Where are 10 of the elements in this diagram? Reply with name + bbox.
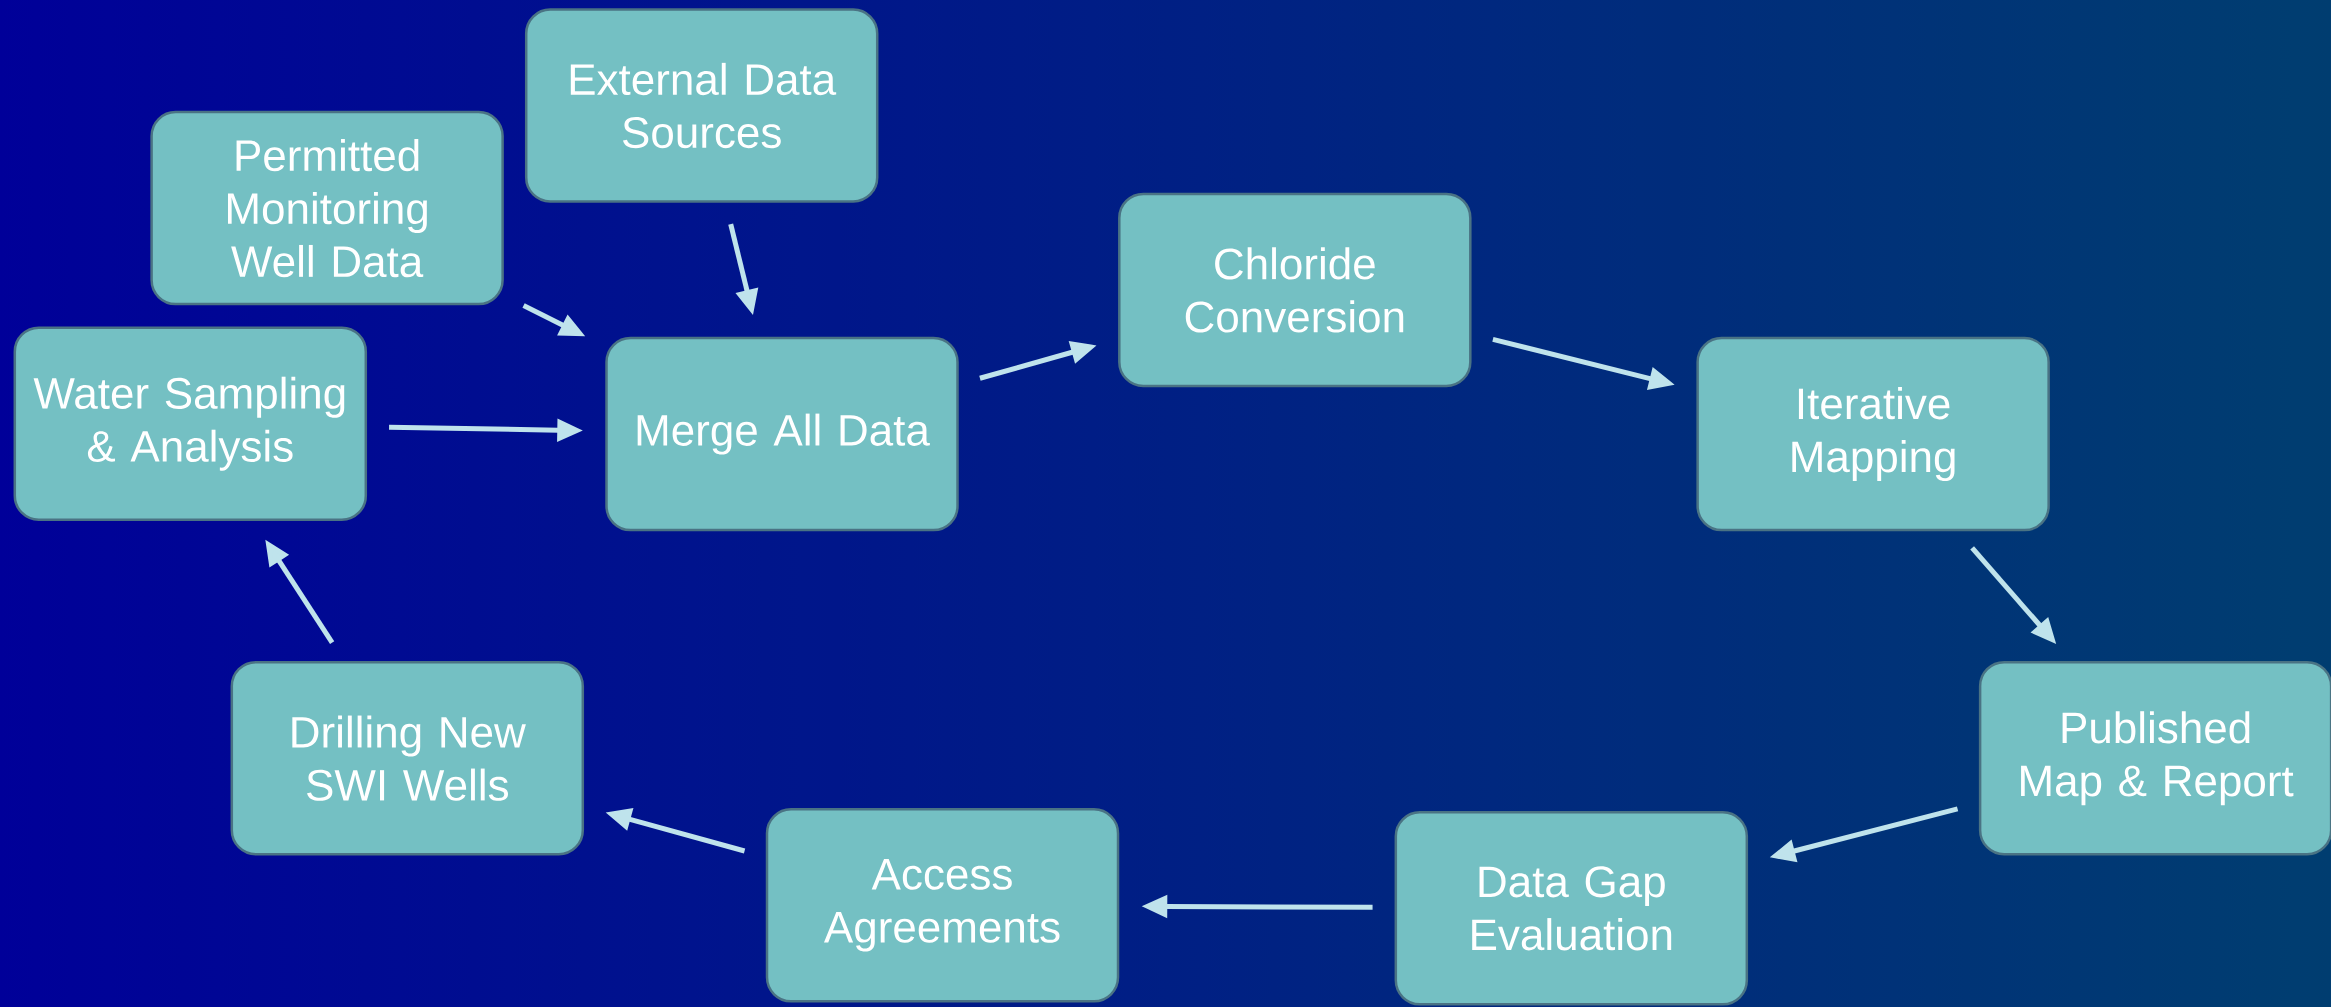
process-box: Access Agreements [765, 808, 1120, 1003]
process-box: Drilling New SWI Wells [230, 660, 585, 856]
process-box: Merge All Data [605, 336, 959, 532]
process-box: Permitted Monitoring Well Data [150, 110, 504, 306]
process-box: Chloride Conversion [1118, 192, 1472, 388]
process-box: Published Map & Report [1978, 660, 2331, 856]
process-box: External Data Sources [524, 8, 879, 203]
process-box: Water Sampling & Analysis [13, 326, 368, 521]
process-box: Data Gap Evaluation [1394, 811, 1749, 1006]
process-box: Iterative Mapping [1696, 336, 2050, 532]
